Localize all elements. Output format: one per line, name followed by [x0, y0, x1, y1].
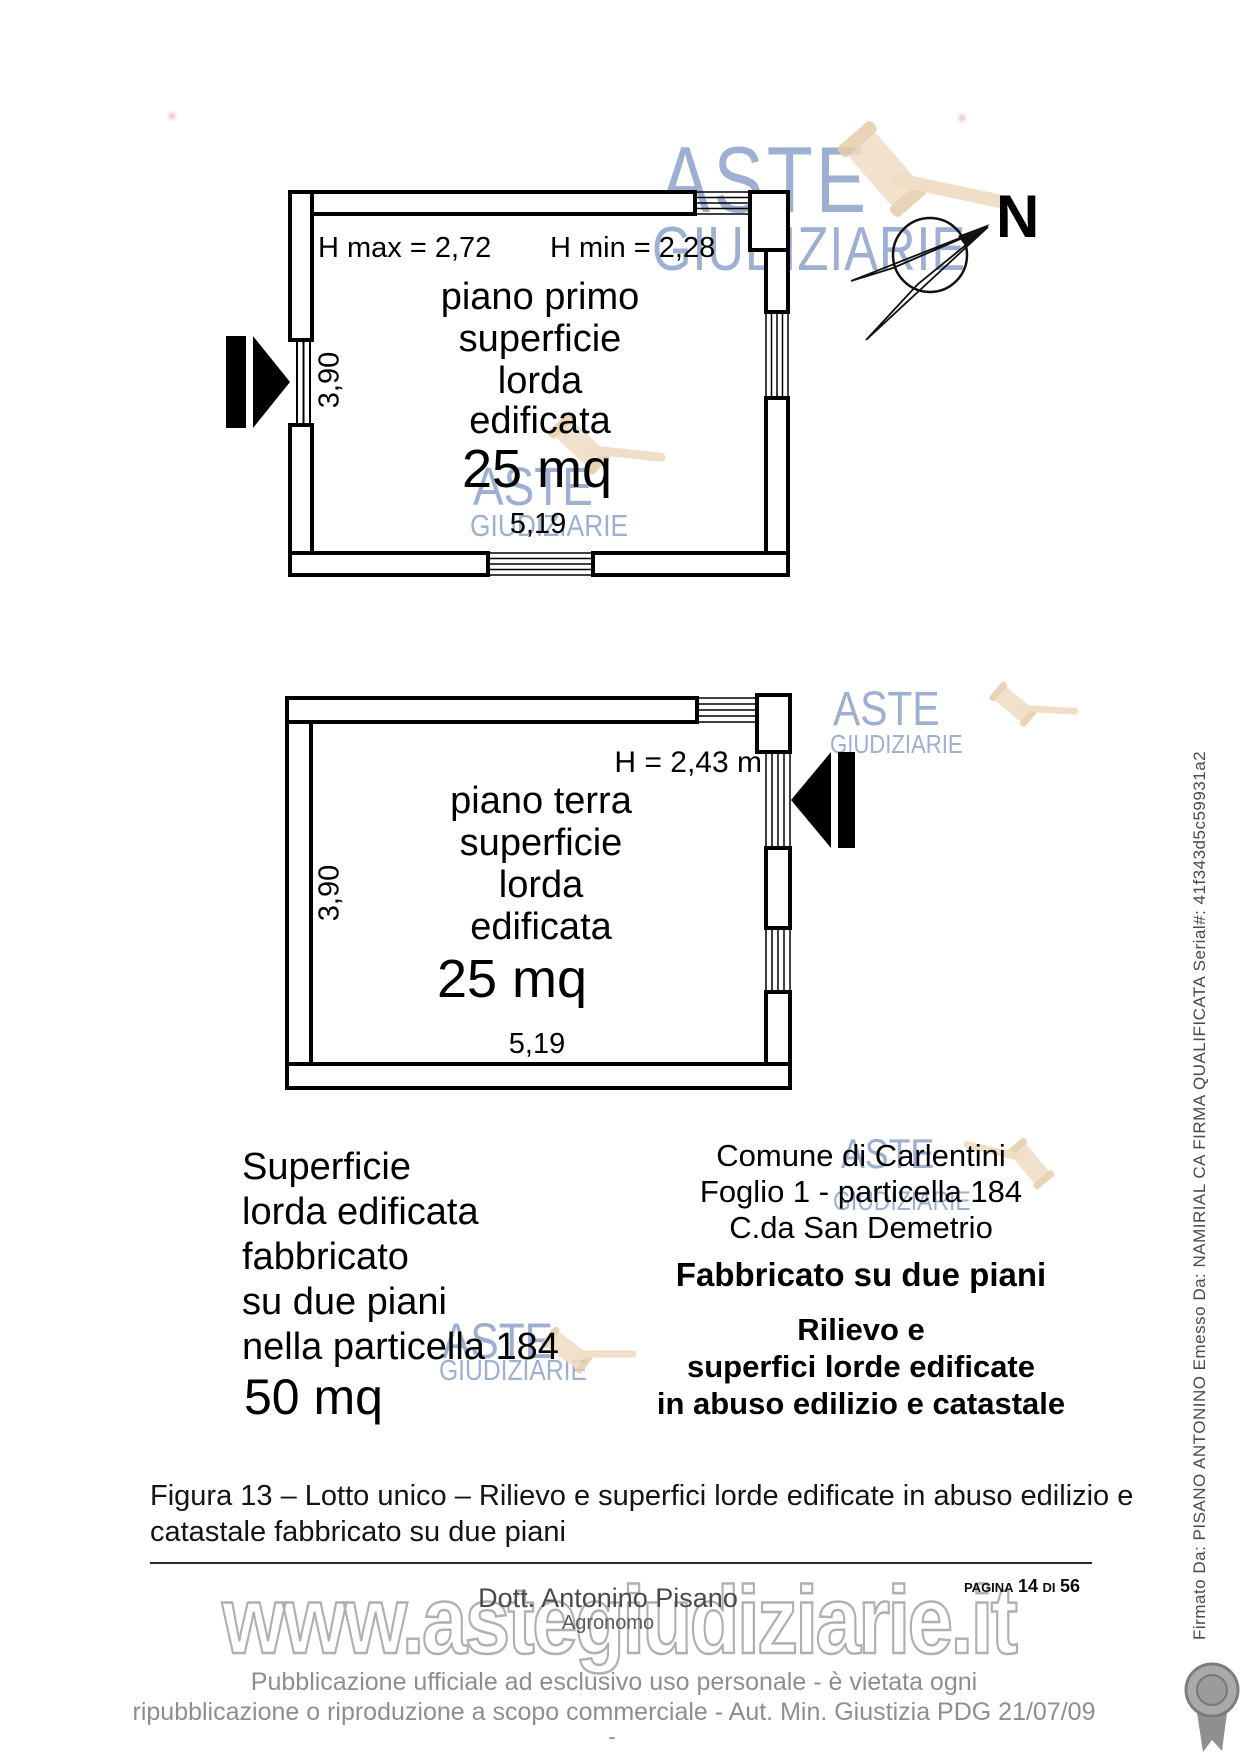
window-hatch: [765, 312, 789, 398]
first-floor-width-label: 5,19: [509, 508, 567, 540]
entrance-arrow-icon: [226, 336, 290, 428]
ground-floor-title-line: lorda: [498, 864, 584, 906]
wall-segment: [764, 396, 790, 555]
wall-segment: [288, 190, 314, 342]
wall-segment: [591, 551, 790, 577]
watermark-aste: ASTE: [841, 1130, 935, 1177]
door-hatch: [765, 752, 791, 848]
wall-segment: [755, 693, 792, 754]
figure-caption-line2: catastale fabbricato su due piani: [150, 1516, 566, 1548]
summary-left-line: fabbricato: [242, 1236, 409, 1278]
scan-artifact: [166, 110, 178, 122]
window-hatch: [697, 697, 757, 723]
watermark-aste: ASTE: [833, 683, 940, 736]
scan-artifact: [956, 112, 968, 124]
location-line: Comune di Carlentini: [716, 1138, 1006, 1173]
first-floor-height-label: 3,90: [313, 351, 346, 409]
digital-signature-strip: Firmato Da: PISANO ANTONINO Emesso Da: N…: [1190, 750, 1209, 1640]
watermark-site-url: www.astegiudiziarie.it: [221, 1566, 1019, 1676]
wall-segment: [285, 1062, 792, 1090]
gavel-icon: [985, 663, 1080, 736]
window-hatch: [765, 928, 791, 992]
watermark-giudiziarie: GIUDIZIARIE: [830, 729, 963, 759]
ground-floor-area-label: 25 mq: [436, 949, 588, 1009]
first-floor-title-line: piano primo: [440, 276, 640, 318]
legal-notice-line1: Pubblicazione ufficiale ad esclusivo uso…: [250, 1668, 978, 1696]
watermark-giudiziarie: GIUDIZIARIE: [833, 1186, 971, 1216]
building-label: Fabbricato su due piani: [675, 1256, 1047, 1293]
wall-segment: [285, 696, 699, 724]
first-floor-hmin-label: H min = 2,28: [550, 232, 716, 264]
figure-caption-line1: Figura 13 – Lotto unico – Rilievo e supe…: [150, 1480, 1134, 1512]
watermark-giudiziarie: GIUDIZIARIE: [470, 508, 629, 543]
ground-floor-h-label: H = 2,43 m: [614, 746, 762, 779]
seal-icon: [1184, 1662, 1240, 1752]
wall-segment: [288, 551, 490, 577]
footer-dash: -: [608, 1724, 616, 1749]
page-number-value: 14: [1018, 1576, 1039, 1596]
wall-segment: [764, 846, 792, 930]
page-of-label: DI: [1042, 1580, 1056, 1595]
survey-line: Rilievo e: [797, 1312, 925, 1347]
ground-floor-width-label: 5,19: [508, 1028, 566, 1060]
wall-segment: [285, 720, 313, 1066]
wall-segment: [288, 190, 697, 216]
author-name: Dott. Antonino Pisano: [478, 1583, 738, 1613]
wall-segment: [288, 423, 314, 555]
survey-line: superfici lorde edificate: [687, 1349, 1035, 1384]
first-floor-area-label: 25 mq: [461, 439, 613, 499]
location-line: Foglio 1 - particella 184: [699, 1174, 1023, 1209]
north-label: N: [996, 183, 1040, 250]
wall-segment: [764, 990, 792, 1066]
summary-left-total: 50 mq: [244, 1369, 383, 1425]
door-hatch: [296, 340, 311, 425]
page-label: PAGINA: [963, 1580, 1014, 1595]
location-line: C.da San Demetrio: [729, 1210, 993, 1245]
entrance-arrow-icon: [791, 752, 855, 848]
legal-notice-line2: ripubblicazione o riproduzione a scopo c…: [132, 1698, 1096, 1726]
survey-line: in abuso edilizio e catastale: [656, 1386, 1066, 1421]
summary-left-line: Superficie: [242, 1146, 411, 1188]
first-floor-title-line: lorda: [497, 360, 583, 402]
window-hatch: [488, 552, 593, 576]
summary-left-line: nella particella 184: [242, 1326, 559, 1368]
first-floor-title-line: edificata: [469, 400, 611, 442]
summary-left-line: su due piani: [242, 1281, 447, 1323]
ground-floor-title-line: superficie: [459, 822, 623, 864]
page-number: PAGINA 14 DI 56: [948, 1576, 1080, 1597]
first-floor-title-line: superficie: [458, 318, 622, 360]
ground-floor-title-line: edificata: [470, 906, 612, 948]
first-floor-hmax-label: H max = 2,72: [318, 232, 492, 264]
page-total-value: 56: [1059, 1576, 1080, 1596]
ground-floor-title-line: piano terra: [450, 780, 632, 822]
author-role: Agronomo: [561, 1612, 655, 1634]
summary-left-line: lorda edificata: [242, 1191, 479, 1233]
footer-divider: [150, 1562, 1092, 1564]
ground-floor-height-label: 3,90: [313, 864, 346, 922]
watermark-aste: ASTE: [442, 1313, 554, 1369]
